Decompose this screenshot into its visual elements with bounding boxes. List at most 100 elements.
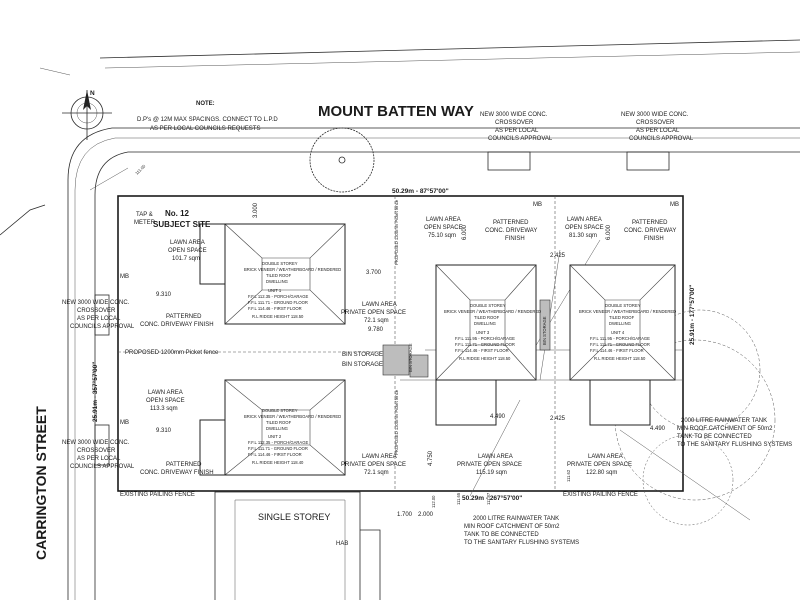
svg-text:F.F.L 111.95 - PORCH/GARAGE: F.F.L 111.95 - PORCH/GARAGE [455, 336, 515, 341]
svg-text:F.F.L 111.71 - GROUND FLOOR: F.F.L 111.71 - GROUND FLOOR [590, 342, 650, 347]
tank-note-bottom: 2000 LITRE RAINWATER TANK MIN ROOF CATCH… [464, 516, 579, 546]
picket-fence-label: PROPOSED 1200mm Picket fence [125, 350, 219, 356]
svg-text:2000 LITRE RAINWATER TANK: 2000 LITRE RAINWATER TANK [473, 516, 559, 522]
svg-text:TANK TO BE CONNECTED: TANK TO BE CONNECTED [677, 434, 752, 440]
svg-text:CROSSOVER: CROSSOVER [495, 120, 534, 126]
bin-store-3 [539, 299, 551, 351]
lot-number: No. 12 [165, 209, 190, 218]
svg-text:UNIT 4: UNIT 4 [611, 330, 625, 335]
area-private-2: LAWN AREA PRIVATE OPEN SPACE 72.1 sqm [341, 454, 406, 476]
crossover-note-top-right: NEW 3000 WIDE CONC. CROSSOVER AS PER LOC… [621, 112, 694, 142]
svg-text:DOUBLE STOREY: DOUBLE STOREY [605, 303, 641, 308]
single-storey-label: SINGLE STOREY [258, 512, 330, 522]
svg-text:OPEN SPACE: OPEN SPACE [168, 248, 207, 254]
svg-text:F.F.L 112.35 - PORCH/GARAGE: F.F.L 112.35 - PORCH/GARAGE [248, 294, 308, 299]
svg-text:1.700: 1.700 [397, 512, 413, 518]
tree-top [309, 127, 375, 193]
svg-text:DOUBLE STOREY: DOUBLE STOREY [262, 408, 298, 413]
svg-text:TANK TO BE CONNECTED: TANK TO BE CONNECTED [464, 532, 539, 538]
svg-text:NEW 3000 WIDE CONC.: NEW 3000 WIDE CONC. [621, 112, 689, 118]
svg-text:LAWN AREA: LAWN AREA [362, 302, 397, 308]
unit-1-label: DOUBLE STOREY BRICK VENEER / WEATHERBOAR… [244, 261, 341, 319]
svg-text:TO THE SANITARY FLUSHING SYSTE: TO THE SANITARY FLUSHING SYSTEMS [464, 540, 579, 546]
area-lawn-b: LAWN AREA OPEN SPACE 113.3 sqm [146, 390, 185, 412]
svg-text:F.F.L 114.46 - FIRST FLOOR: F.F.L 114.46 - FIRST FLOOR [590, 348, 644, 353]
svg-text:AS PER LOCAL: AS PER LOCAL [77, 456, 121, 462]
svg-text:CROSSOVER: CROSSOVER [77, 448, 116, 454]
meter-label: METER [134, 220, 156, 226]
svg-text:DWELLING: DWELLING [609, 321, 631, 326]
mailbox-label-1: MB [120, 274, 129, 280]
svg-text:CONC. DRIVEWAY FINISH: CONC. DRIVEWAY FINISH [140, 470, 214, 476]
unit-2-label: DOUBLE STOREY BRICK VENEER / WEATHERBOAR… [244, 408, 341, 465]
svg-text:TILED ROOF: TILED ROOF [609, 315, 635, 320]
svg-text:OPEN SPACE: OPEN SPACE [146, 398, 185, 404]
crossover-note-left-lower: NEW 3000 WIDE CONC. CROSSOVER AS PER LOC… [62, 440, 135, 470]
svg-text:NEW 3000 WIDE CONC.: NEW 3000 WIDE CONC. [62, 440, 130, 446]
svg-text:6.000: 6.000 [462, 224, 468, 240]
area-private-4: LAWN AREA PRIVATE OPEN SPACE 122.80 sqm [567, 454, 632, 476]
svg-text:F.F.L 111.71 - GROUND FLOOR: F.F.L 111.71 - GROUND FLOOR [455, 342, 515, 347]
svg-text:CONC. DRIVEWAY FINISH: CONC. DRIVEWAY FINISH [140, 322, 214, 328]
svg-text:DWELLING: DWELLING [266, 426, 288, 431]
svg-text:113.3 sqm: 113.3 sqm [150, 406, 178, 412]
svg-text:LAWN AREA: LAWN AREA [148, 390, 183, 396]
svg-text:AS PER LOCAL: AS PER LOCAL [636, 128, 680, 134]
area-driveway-2: PATTERNED CONC. DRIVEWAY FINISH [140, 462, 214, 476]
svg-text:LAWN AREA: LAWN AREA [426, 217, 461, 223]
svg-text:2.000: 2.000 [418, 512, 434, 518]
svg-text:R.L RIDGE HEIGHT 118.50: R.L RIDGE HEIGHT 118.50 [459, 356, 511, 361]
svg-text:BRICK VENEER / WEATHERBOARD /: BRICK VENEER / WEATHERBOARD / RENDERED [579, 309, 676, 314]
svg-text:PRIVATE OPEN SPACE: PRIVATE OPEN SPACE [567, 462, 632, 468]
svg-text:COUNCILS APPROVAL: COUNCILS APPROVAL [70, 464, 135, 470]
svg-text:UNIT 2: UNIT 2 [268, 434, 282, 439]
svg-text:LAWN AREA: LAWN AREA [588, 454, 623, 460]
crossover-note-left-upper: NEW 3000 WIDE CONC. CROSSOVER AS PER LOC… [62, 300, 135, 330]
bin-storage-label-1: BIN STORAGE [342, 352, 383, 358]
svg-text:DWELLING: DWELLING [266, 279, 288, 284]
svg-text:CONC. DRIVEWAY: CONC. DRIVEWAY [485, 228, 537, 234]
area-private-1: LAWN AREA PRIVATE OPEN SPACE 72.1 sqm [341, 302, 406, 324]
svg-text:PRIVATE OPEN SPACE: PRIVATE OPEN SPACE [341, 310, 406, 316]
unit-1-footprint [199, 223, 346, 325]
svg-text:COUNCILS APPROVAL: COUNCILS APPROVAL [70, 324, 135, 330]
svg-text:PRIVATE OPEN SPACE: PRIVATE OPEN SPACE [457, 462, 522, 468]
svg-text:COUNCILS APPROVAL: COUNCILS APPROVAL [629, 136, 694, 142]
svg-text:F.F.L 114.46 - FIRST FLOOR: F.F.L 114.46 - FIRST FLOOR [455, 348, 509, 353]
note-line-2: AS PER LOCAL COUNCILS REQUESTS [150, 126, 260, 132]
svg-text:UNIT 3: UNIT 3 [476, 330, 490, 335]
picket-fence-label-v1: PROPOSED 1200mm Picket fence [394, 199, 399, 265]
unit-3-footprint [435, 264, 537, 426]
unit-4-footprint [569, 264, 676, 426]
svg-text:9.310: 9.310 [156, 428, 172, 434]
svg-text:2000 LITRE RAINWATER TANK: 2000 LITRE RAINWATER TANK [681, 418, 767, 424]
svg-text:111.65: 111.65 [456, 492, 461, 505]
north-label: N [90, 90, 95, 97]
svg-text:AS PER LOCAL: AS PER LOCAL [495, 128, 539, 134]
svg-text:TILED ROOF: TILED ROOF [266, 273, 292, 278]
svg-text:R.L RIDGE HEIGHT 118.50: R.L RIDGE HEIGHT 118.50 [252, 314, 304, 319]
svg-text:F.F.L 114.46 - FIRST FLOOR: F.F.L 114.46 - FIRST FLOOR [248, 306, 302, 311]
svg-text:F.F.L 111.95 - PORCH/GARAGE: F.F.L 111.95 - PORCH/GARAGE [590, 336, 650, 341]
svg-text:112.00: 112.00 [431, 495, 436, 508]
mailbox-label-3: MB [533, 202, 542, 208]
svg-text:DOUBLE STOREY: DOUBLE STOREY [262, 261, 298, 266]
svg-text:PATTERNED: PATTERNED [166, 462, 202, 468]
svg-text:3.000: 3.000 [253, 202, 259, 218]
svg-text:122.80 sqm: 122.80 sqm [586, 470, 617, 476]
svg-text:OPEN SPACE: OPEN SPACE [565, 225, 604, 231]
note-heading: NOTE: [196, 101, 215, 107]
boundary-west: 25.91m - 357°57'00" [91, 362, 99, 422]
svg-text:PATTERNED: PATTERNED [166, 314, 202, 320]
svg-text:DOUBLE STOREY: DOUBLE STOREY [470, 303, 506, 308]
area-driveway-1: PATTERNED CONC. DRIVEWAY FINISH [140, 314, 214, 328]
unit-4-label: DOUBLE STOREY BRICK VENEER / WEATHERBOAR… [579, 303, 676, 361]
svg-text:72.1 sqm: 72.1 sqm [364, 470, 389, 476]
svg-text:MIN ROOF CATCHMENT OF 50m2: MIN ROOF CATCHMENT OF 50m2 [677, 426, 773, 432]
svg-text:AS PER LOCAL: AS PER LOCAL [77, 316, 121, 322]
svg-text:111.87: 111.87 [486, 492, 491, 505]
svg-text:PRIVATE OPEN SPACE: PRIVATE OPEN SPACE [341, 462, 406, 468]
mailbox-label-2: MB [120, 420, 129, 426]
street-kerb-lines [0, 39, 800, 600]
